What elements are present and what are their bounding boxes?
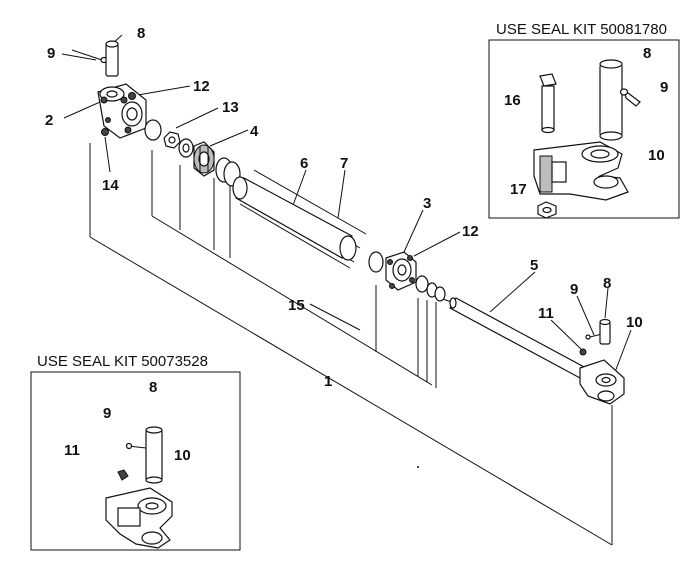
- cotter-pin-9-rod: [585, 333, 603, 340]
- callout-kit1-16: 16: [504, 92, 521, 109]
- pin-8-kit2: [145, 426, 163, 484]
- clevis-10-kit2: [105, 487, 173, 549]
- nut-17-kit: [537, 201, 557, 219]
- oring-rod-end: [368, 251, 384, 273]
- callout-kit2-10: 10: [174, 447, 191, 464]
- callout-10-rod: 10: [626, 314, 643, 331]
- callout-kit1-10: 10: [648, 147, 665, 164]
- callout-9-rod: 9: [570, 281, 578, 298]
- callout-kit2-11: 11: [64, 442, 80, 459]
- set-screw-11: [579, 348, 587, 356]
- fitting-12: [128, 92, 136, 100]
- callout-kit2-8: 8: [149, 379, 157, 396]
- oring-base: [144, 119, 162, 141]
- set-screw-11-kit2: [117, 469, 129, 481]
- callout-1: 1: [324, 373, 332, 390]
- pin-8-kit: [599, 59, 623, 141]
- callout-7: 7: [340, 155, 348, 172]
- callout-4: 4: [250, 123, 259, 140]
- seal-kit-label-top: USE SEAL KIT 50081780: [496, 21, 667, 38]
- washer: [178, 138, 194, 158]
- callout-5: 5: [530, 257, 538, 274]
- callout-12-barrel: 12: [462, 223, 479, 240]
- callout-15: 15: [288, 297, 305, 314]
- seal-kit-box-bottom: [30, 371, 241, 551]
- clevis-10-kit: [533, 141, 629, 201]
- seal-kit-box-top: [488, 39, 680, 219]
- callout-11-rod: 11: [538, 305, 554, 322]
- clevis-10-rod: [579, 359, 625, 405]
- callout-8-rod: 8: [603, 275, 611, 292]
- callout-13: 13: [222, 99, 239, 116]
- callout-kit1-17: 17: [510, 181, 527, 198]
- callout-9: 9: [47, 45, 55, 62]
- callouts: 8 9 12 2 13 4 14 6 7 3 12 5 15 9 8 11 10…: [37, 21, 668, 464]
- callout-kit1-9: 9: [660, 79, 668, 96]
- cotter-9-kit2: [125, 442, 147, 450]
- pin-8-rod: [599, 318, 611, 345]
- callout-kit1-8: 8: [643, 45, 651, 62]
- barrel-tube-6: [232, 176, 357, 261]
- rod-seals: [415, 275, 446, 302]
- callout-14: 14: [102, 177, 119, 194]
- callout-2: 2: [45, 112, 53, 129]
- rod-5: [449, 297, 587, 379]
- callout-12: 12: [193, 78, 210, 95]
- rod-cap-3: [385, 251, 417, 291]
- callout-3: 3: [423, 195, 431, 212]
- main-assembly: [71, 40, 625, 468]
- clevis-pin-8: [105, 40, 119, 77]
- pin-9-kit: [619, 88, 641, 107]
- callout-kit2-9: 9: [103, 405, 111, 422]
- stray-dot: [417, 466, 419, 468]
- seal-kit-label-bottom: USE SEAL KIT 50073528: [37, 353, 208, 370]
- nut-13: [163, 131, 181, 149]
- callout-6: 6: [300, 155, 308, 172]
- bolt-16: [539, 73, 557, 134]
- piston-4: [193, 141, 215, 177]
- fitting-14: [101, 128, 109, 136]
- callout-8: 8: [137, 25, 145, 42]
